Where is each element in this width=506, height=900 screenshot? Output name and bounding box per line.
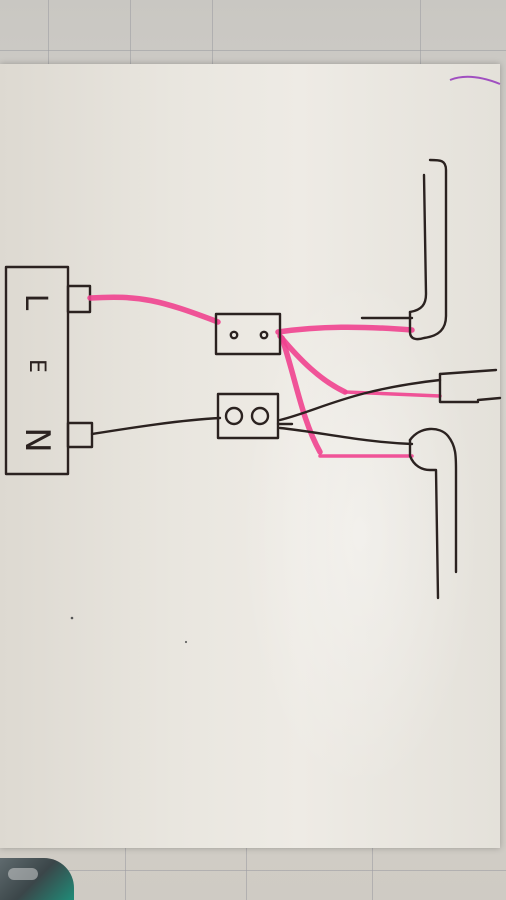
neutral-wire-middle	[278, 378, 442, 422]
grid-line	[372, 848, 373, 900]
neutral-terminal-stub	[66, 421, 94, 449]
neutral-connector-block	[216, 392, 280, 440]
upper-cable-outer	[408, 158, 448, 341]
live-terminal-stub	[66, 284, 92, 314]
live-wire-lower	[279, 335, 323, 455]
paper-sheet	[0, 64, 500, 848]
grid-line	[0, 50, 506, 51]
connector-screw	[259, 330, 269, 340]
grid-line	[246, 848, 247, 900]
connector-screw	[229, 330, 239, 340]
grid-line	[212, 0, 213, 64]
connector-screw	[250, 406, 270, 426]
neutral-wire-lower	[278, 426, 414, 446]
supply-block	[4, 265, 70, 476]
middle-cable-top	[438, 368, 498, 376]
connector-screw	[224, 406, 244, 426]
grid-line	[0, 870, 506, 871]
terminal-label-live: L	[18, 294, 53, 311]
middle-cable-tail	[476, 396, 502, 402]
upper-cable-inner	[408, 173, 428, 314]
grid-line	[420, 0, 421, 64]
grid-line	[130, 0, 131, 64]
live-wire-middle-run	[343, 390, 442, 398]
lower-cable-inner	[408, 427, 458, 574]
live-connector-block	[214, 312, 282, 356]
live-wire-supply	[87, 294, 221, 325]
lower-cable-outer	[408, 438, 440, 600]
terminal-label-neutral: N	[17, 427, 57, 452]
pen-mark	[449, 75, 501, 85]
shoe-corner	[0, 858, 74, 900]
live-wire-top	[275, 324, 415, 335]
paper-dot	[70, 616, 74, 620]
terminal-label-earth: E	[24, 359, 49, 373]
middle-cable-end	[438, 372, 480, 404]
paper-dot	[184, 640, 188, 644]
neutral-wire-supply	[90, 416, 222, 436]
grid-line	[48, 0, 49, 64]
grid-line	[125, 848, 126, 900]
